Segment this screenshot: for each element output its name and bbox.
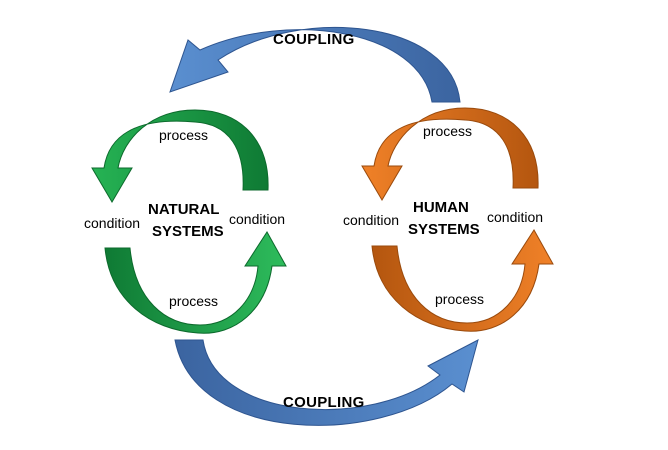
natural-cycle-bottom-arrow	[104, 231, 287, 334]
human-title-line1: HUMAN	[413, 199, 469, 216]
human-condition-left: condition	[343, 212, 399, 228]
coupling-arrow-bottom	[174, 339, 479, 426]
natural-cycle-top-arrow	[91, 109, 269, 203]
human-process-bottom: process	[435, 291, 484, 307]
human-cycle-top-arrow	[361, 107, 539, 201]
human-condition-right: condition	[487, 209, 543, 225]
natural-condition-right: condition	[229, 211, 285, 227]
human-cycle-bottom-arrow	[371, 229, 554, 332]
natural-condition-left: condition	[84, 215, 140, 231]
coupling-arrow-top	[169, 27, 461, 103]
natural-process-top: process	[159, 127, 208, 143]
natural-title-line1: NATURAL	[148, 201, 219, 218]
natural-title-line2: SYSTEMS	[152, 223, 224, 240]
human-title-line2: SYSTEMS	[408, 221, 480, 238]
natural-process-bottom: process	[169, 293, 218, 309]
human-process-top: process	[423, 123, 472, 139]
coupling-label-top: COUPLING	[273, 31, 355, 48]
coupling-label-bottom: COUPLING	[283, 394, 365, 411]
